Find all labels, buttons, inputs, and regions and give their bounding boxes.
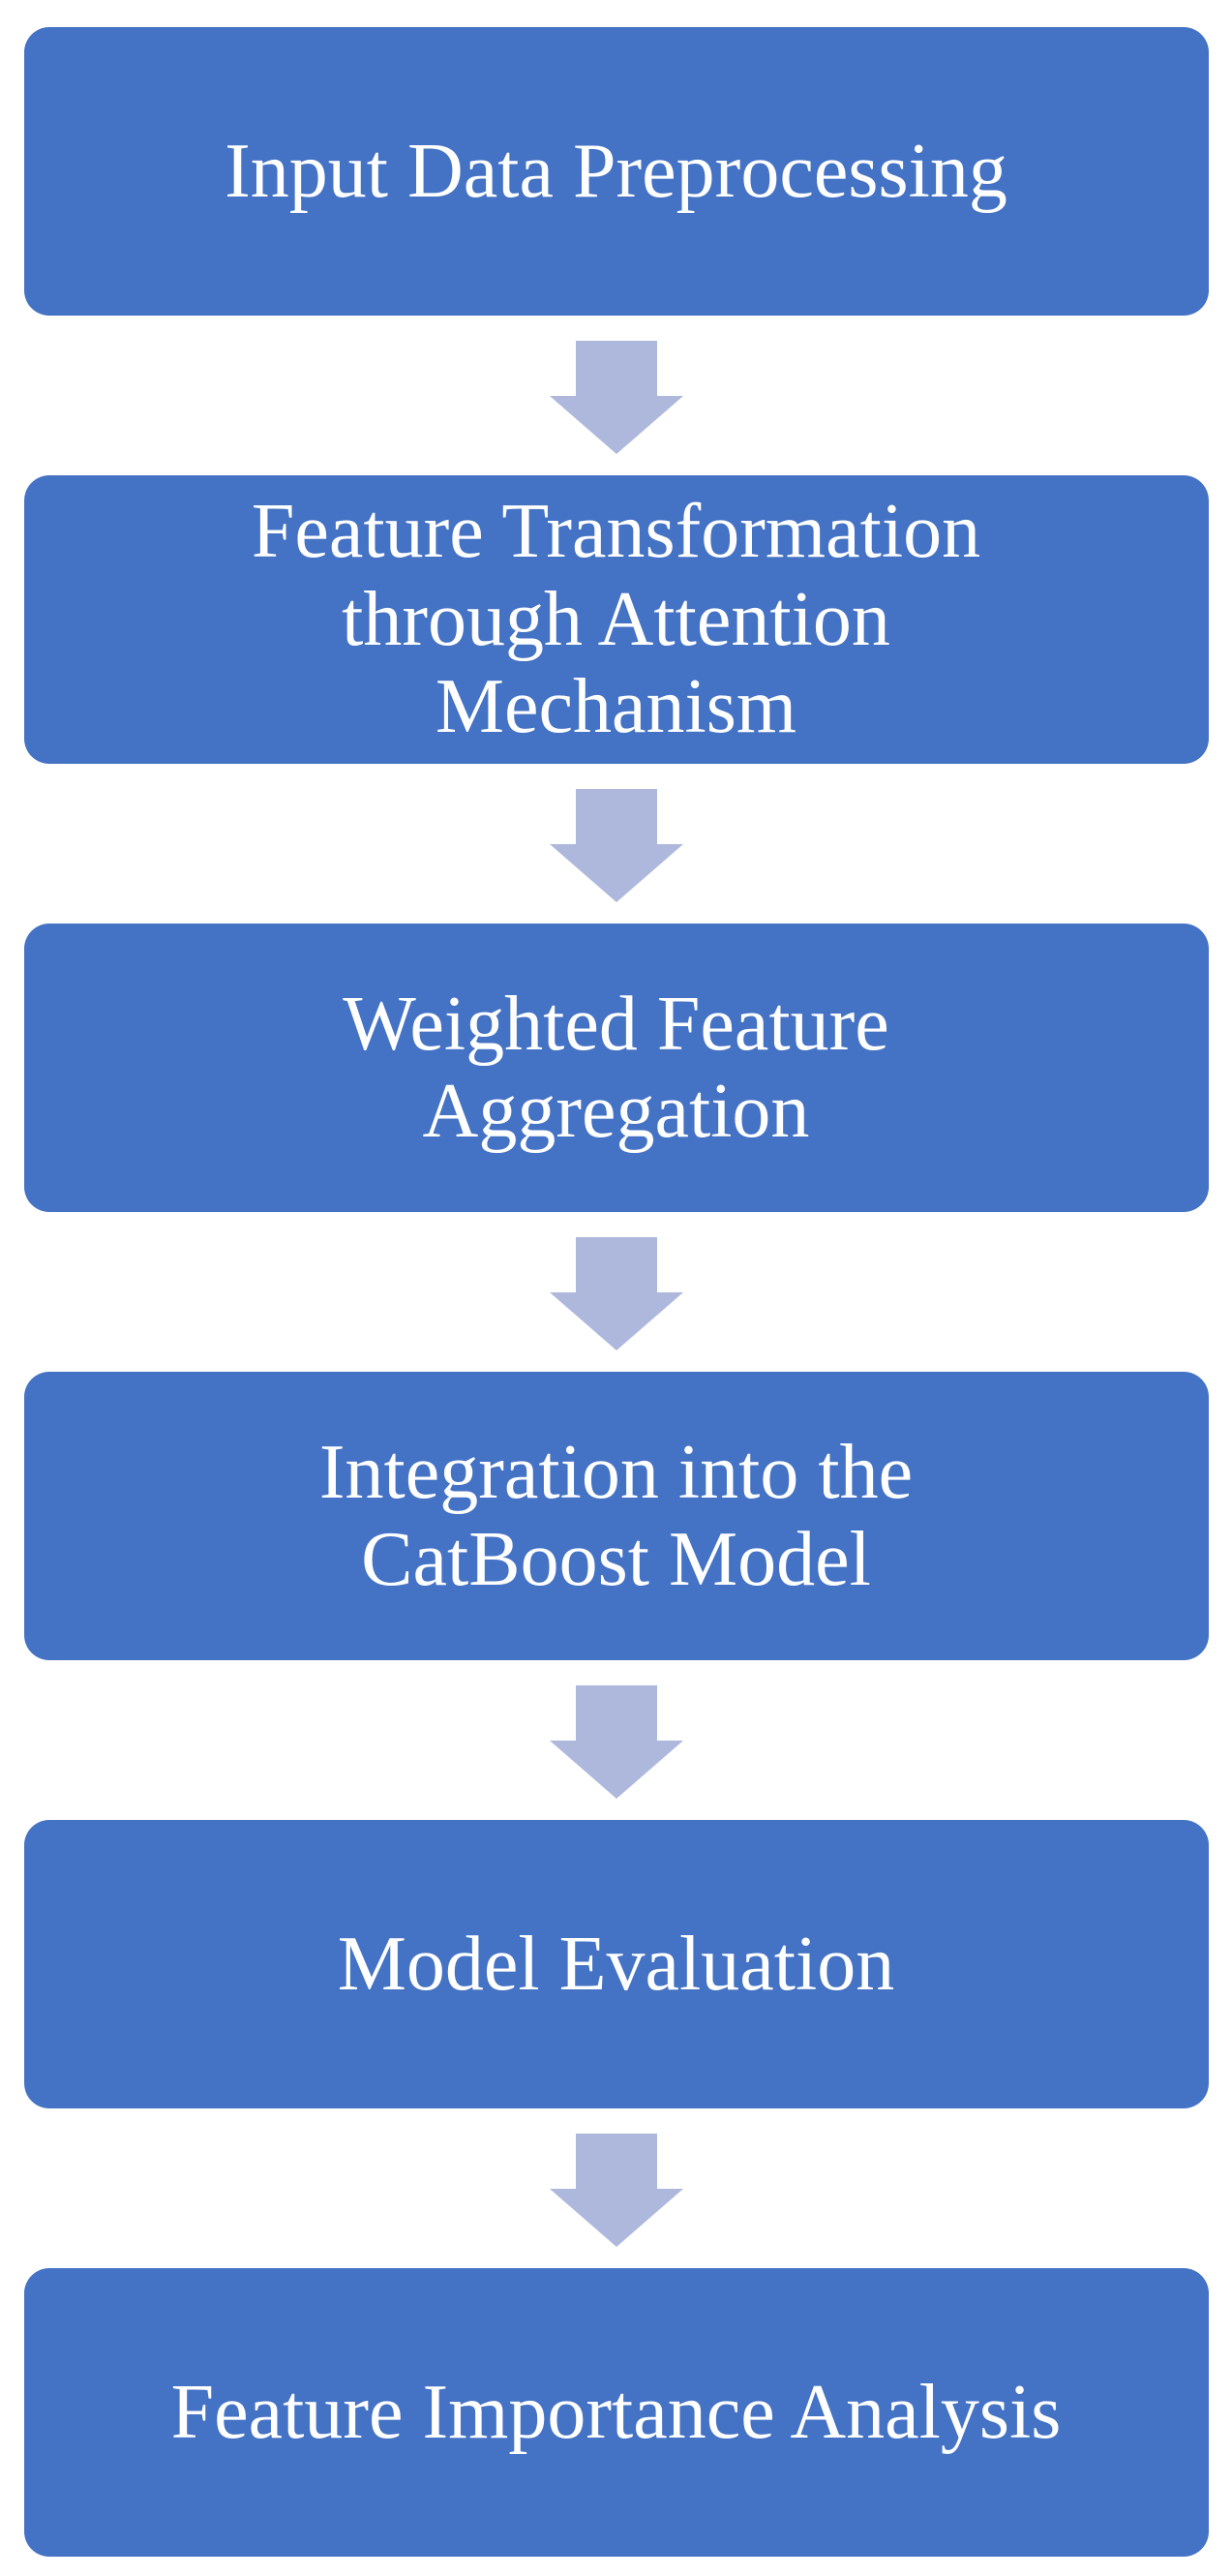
flowchart-step-label: Weighted Feature Aggregation bbox=[343, 981, 889, 1154]
flowchart-step-box: Feature Importance Analysis bbox=[23, 2268, 1209, 2557]
flowchart-step-label: Integration into the CatBoost Model bbox=[318, 1429, 914, 1602]
down-arrow-icon bbox=[549, 1237, 683, 1350]
down-arrow-icon bbox=[549, 341, 683, 454]
flowchart-step-label: Model Evaluation bbox=[337, 1921, 895, 2007]
flowchart-step-box: Weighted Feature Aggregation bbox=[23, 924, 1209, 1212]
flowchart-step-box: Input Data Preprocessing bbox=[23, 27, 1209, 316]
down-arrow-icon bbox=[549, 2134, 683, 2247]
flowchart-step-box: Feature Transformation through Attention… bbox=[23, 475, 1209, 764]
flowchart-step-label: Input Data Preprocessing bbox=[225, 128, 1007, 214]
flowchart-step-box: Model Evaluation bbox=[23, 1820, 1209, 2108]
flowchart-step-label: Feature Importance Analysis bbox=[170, 2369, 1062, 2455]
flowchart-step-label: Feature Transformation through Attention… bbox=[251, 489, 981, 750]
down-arrow-icon bbox=[549, 789, 683, 902]
down-arrow-icon bbox=[549, 1685, 683, 1799]
flowchart-step-box: Integration into the CatBoost Model bbox=[23, 1372, 1209, 1660]
